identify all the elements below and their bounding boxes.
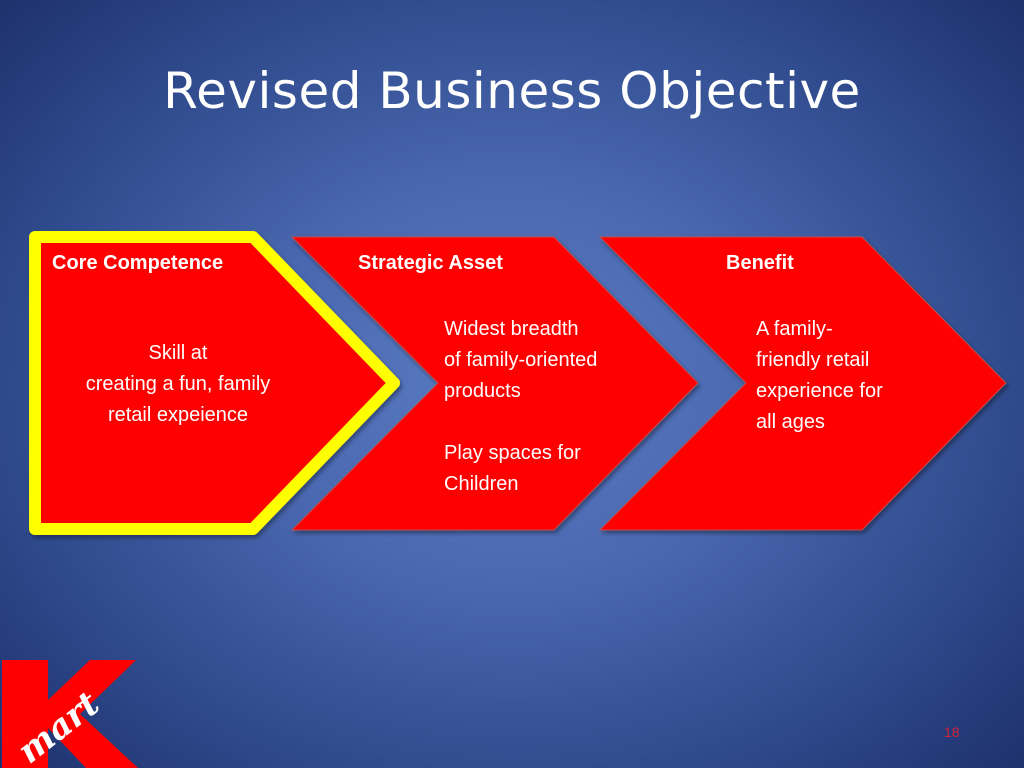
step-benefit-chevron	[598, 236, 1007, 531]
step-body-strategic-asset: Widest breadth of family-oriented produc…	[444, 318, 598, 495]
step-body-core-competence: Skill at creating a fun, family retail e…	[85, 342, 271, 426]
page-number: 18	[944, 724, 960, 740]
kmart-logo: mart	[2, 660, 138, 768]
slide-title: Revised Business Objective	[163, 62, 861, 120]
step-heading-benefit: Benefit	[726, 252, 794, 274]
step-heading-core-competence: Core Competence	[52, 252, 224, 274]
step-core-competence-pentagon	[29, 231, 400, 535]
step-body-benefit: A family- friendly retail experience for…	[756, 318, 883, 433]
step-heading-strategic-asset: Strategic Asset	[358, 252, 503, 274]
step-strategic-asset-chevron	[290, 236, 699, 531]
